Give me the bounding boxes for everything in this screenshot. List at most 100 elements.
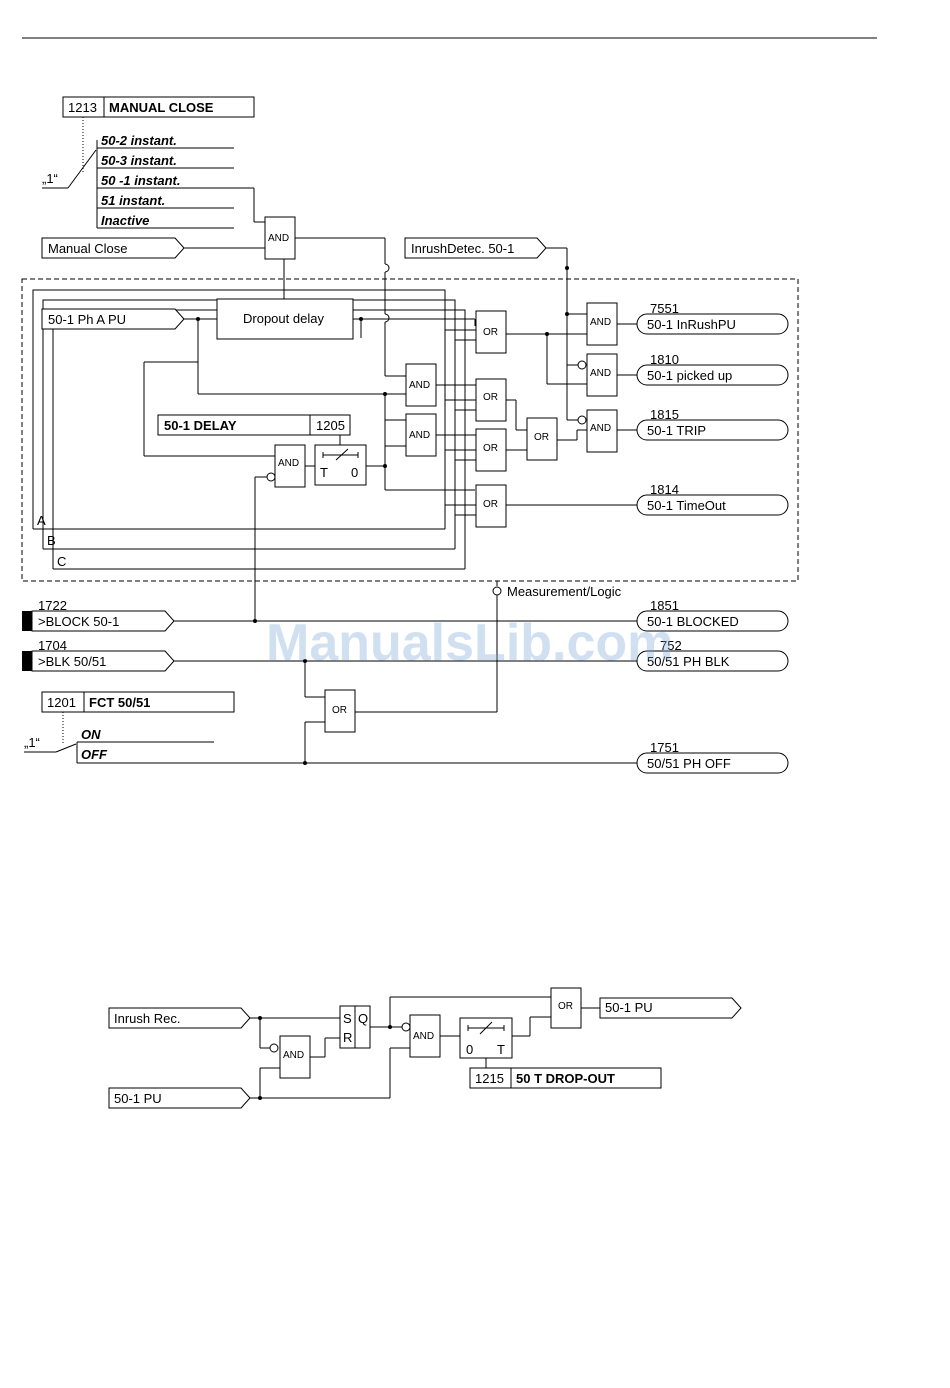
svg-text:AND: AND [590,368,611,379]
sr-q: Q [358,1011,368,1026]
output-picked-up [636,364,789,386]
param-fct-title: FCT 50/51 [89,695,150,710]
param-manual-close-num: 1213 [68,100,97,115]
svg-text:OR: OR [332,705,347,716]
or-gate-pu-out [550,987,582,1029]
measurement-marker [492,586,502,596]
param-manual-close-box [62,96,255,118]
svg-text:OR: OR [534,432,549,443]
or-gate-timeout [475,484,507,528]
or-gate-combined [526,417,558,461]
output-pu [599,997,742,1019]
input-block [31,610,175,632]
param-delay-num: 1205 [316,418,345,433]
delay-timer [314,444,367,486]
measurement-frame [21,278,799,582]
output-inrushpu-num: 7551 [650,301,679,316]
output-ph-blk [636,650,789,672]
param-delay-box [157,414,351,436]
and-gate-dropout [409,1014,441,1058]
mc-option-inactive: Inactive [101,213,149,228]
svg-text:AND: AND [409,380,430,391]
input-inrush-rec-label: Inrush Rec. [114,1011,180,1026]
phase-a-label: A [37,513,46,528]
input-block-marker [22,611,32,631]
input-manual-close-label: Manual Close [48,241,128,256]
measurement-label: Measurement/Logic [507,584,622,599]
svg-text:OR: OR [483,499,498,510]
fct-option-off: OFF [81,747,108,762]
mc-option-51: 51 instant. [101,193,165,208]
input-phase-a [41,308,185,330]
output-picked-up-label: 50-1 picked up [647,368,732,383]
output-ph-blk-label: 50/51 PH BLK [647,654,730,669]
dropout-timer-zero: 0 [466,1042,473,1057]
or-gate-pickup [475,378,507,422]
output-trip-num: 1815 [650,407,679,422]
svg-text:AND: AND [268,233,289,244]
and-gate-delay [274,444,306,488]
svg-text:AND: AND [278,458,299,469]
input-inrush [404,237,547,259]
input-phase-a-label: 50-1 Ph A PU [48,312,126,327]
timer-t: T [320,465,328,480]
mc-option-50-3: 50-3 instant. [101,153,177,168]
sr-r: R [343,1030,352,1045]
svg-text:OR: OR [483,443,498,454]
output-inrushpu [636,313,789,335]
output-ph-off-label: 50/51 PH OFF [647,756,731,771]
svg-text:AND: AND [409,430,430,441]
output-ph-off-num: 1751 [650,740,679,755]
input-block-label: >BLOCK 50-1 [38,614,119,629]
input-block-num: 1722 [38,598,67,613]
dropout-timer-t: T [497,1042,505,1057]
input-manual-close [41,237,185,259]
output-trip-label: 50-1 TRIP [647,423,706,438]
svg-text:AND: AND [590,423,611,434]
output-picked-up-num: 1810 [650,352,679,367]
dropout-delay-label: Dropout delay [243,311,324,326]
input-inrush-label: InrushDetec. 50-1 [411,241,514,256]
or-gate-inrush [475,310,507,354]
param-fct-num: 1201 [47,695,76,710]
output-timeout-num: 1814 [650,482,679,497]
timer-zero: 0 [351,465,358,480]
mc-option-50-1: 50 -1 instant. [101,173,180,188]
param-delay-title: 50-1 DELAY [164,418,237,433]
output-blocked [636,610,789,632]
input-blk-label: >BLK 50/51 [38,654,106,669]
or-gate-block [324,689,356,733]
param-dropout-num: 1215 [475,1071,504,1086]
svg-text:OR: OR [483,327,498,338]
param-manual-close-title: MANUAL CLOSE [109,100,214,115]
input-blk-5051 [31,650,175,672]
svg-text:AND: AND [590,317,611,328]
mc-option-50-2: 50-2 instant. [101,133,177,148]
and-gate-trip [586,409,618,453]
output-blocked-num: 1851 [650,598,679,613]
svg-text:OR: OR [558,1001,573,1012]
svg-text:AND: AND [283,1050,304,1061]
or-gate-trip [475,428,507,472]
sr-s: S [343,1011,352,1026]
dropout-delay-block [216,298,354,340]
svg-text:AND: AND [413,1031,434,1042]
output-trip [636,419,789,441]
phase-b-label: B [47,533,56,548]
output-inrushpu-label: 50-1 InRushPU [647,317,736,332]
output-ph-blk-num: 752 [660,638,682,653]
output-pu-label: 50-1 PU [605,1000,653,1015]
output-blocked-label: 50-1 BLOCKED [647,614,739,629]
input-pu-label: 50-1 PU [114,1091,162,1106]
watermark: ManualsLib.com [266,614,673,672]
output-ph-off [636,752,789,774]
fct-switch-label: „1“ [24,735,40,750]
input-blk-num: 1704 [38,638,67,653]
param-dropout-box [469,1067,662,1089]
output-timeout-label: 50-1 TimeOut [647,498,726,513]
and-gate-inrush-block [405,363,437,407]
input-inrush-rec [108,1007,251,1029]
phase-c-label: C [57,554,66,569]
dropout-timer [459,1017,513,1059]
